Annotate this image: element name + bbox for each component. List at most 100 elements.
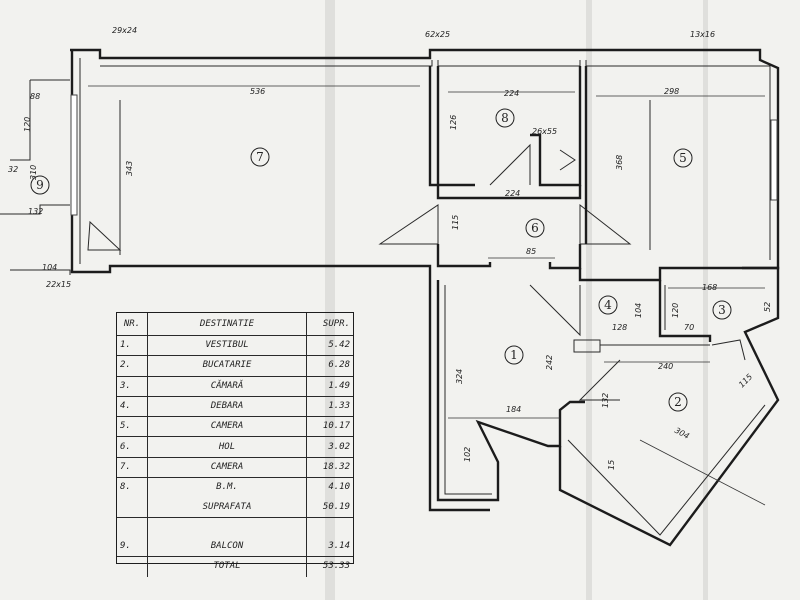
table-row: 8. B.M. 4.10: [117, 477, 353, 498]
dim-label: 184: [506, 405, 521, 414]
row-nr: 2.: [117, 355, 148, 377]
room-number-1: 1: [510, 348, 518, 362]
outer-walls: [70, 48, 780, 512]
scan-streak: [586, 0, 592, 600]
dim-label: 224: [505, 189, 520, 198]
room-marker-circle: [673, 148, 693, 168]
dim-label: 224: [504, 89, 519, 98]
lower-walls: [436, 266, 780, 547]
dim-label: 85: [526, 247, 536, 256]
room-8-walls: [436, 66, 582, 187]
row-destinatie: CĂMARĂ: [147, 376, 307, 397]
room-area-table: NR. DESTINATIE SUPR. 1. VESTIBUL 5.42 2.…: [116, 312, 354, 577]
dim-label: 324: [455, 369, 464, 384]
dim-label: 62x25: [425, 30, 450, 39]
header-supr: SUPR.: [306, 313, 353, 336]
room-6-walls: [378, 185, 632, 270]
row-supr: 1.49: [306, 376, 353, 397]
room-marker-circle: [495, 108, 515, 128]
dim-label: 104: [42, 263, 57, 272]
row-destinatie: DEBARA: [147, 396, 307, 418]
dim-label: 29x24: [112, 26, 137, 35]
row-nr: 1.: [117, 335, 148, 357]
row-nr: 9.: [117, 536, 148, 558]
row-nr: 6.: [117, 436, 148, 458]
row-nr: 4.: [117, 396, 148, 418]
room-number-9: 9: [36, 178, 44, 192]
balcony-room-9: [0, 79, 78, 275]
row-supr: 3.02: [306, 436, 353, 458]
dim-label: 298: [664, 87, 679, 96]
row-supr: 1.33: [306, 396, 353, 418]
total-label: TOTAL: [147, 556, 307, 577]
subtotal-label: SUPRAFATA: [147, 497, 307, 518]
table-row: 6. HOL 3.02: [117, 436, 353, 458]
row-destinatie: HOL: [147, 436, 307, 458]
window: [770, 119, 778, 201]
dim-label: 32: [8, 165, 18, 174]
row-nr: 8.: [117, 477, 148, 498]
room-5-walls: [584, 66, 778, 250]
dim-label: 120: [23, 117, 32, 132]
table-header-row: NR. DESTINATIE SUPR.: [117, 313, 353, 336]
dim-label: 310: [29, 165, 38, 180]
dim-label: 126: [449, 115, 458, 130]
balcony-row: 9. BALCON 3.14: [117, 536, 353, 558]
table-row: 7. CAMERA 18.32: [117, 457, 353, 479]
row-destinatie: CAMERA: [147, 457, 307, 479]
row-nr: 3.: [117, 376, 148, 397]
dim-label: 168: [702, 283, 717, 292]
room-marker-circle: [504, 345, 524, 365]
room-marker-circle: [598, 295, 618, 315]
table-row: 1. VESTIBUL 5.42: [117, 335, 353, 357]
table-row: 3. CĂMARĂ 1.49: [117, 376, 353, 397]
row-destinatie: B.M.: [147, 477, 307, 498]
dim-label: 88: [30, 92, 40, 101]
row-destinatie: VESTIBUL: [147, 335, 307, 357]
header-nr: NR.: [117, 313, 148, 336]
dim-label: 52: [763, 302, 772, 312]
total-value: 53.33: [322, 561, 350, 572]
row-destinatie: CAMERA: [147, 416, 307, 438]
window: [70, 94, 78, 216]
table-row: 4. DEBARA 1.33: [117, 396, 353, 418]
dim-label: 304: [673, 426, 691, 441]
room-marker-circle: [30, 175, 50, 195]
row-supr: 6.28: [306, 355, 353, 377]
dim-label: 104: [634, 303, 643, 318]
room-marker-circle: [525, 218, 545, 238]
table-row: 5. CAMERA 10.17: [117, 416, 353, 438]
total-row: TOTAL 53.33: [117, 556, 353, 577]
row-supr: 3.14: [306, 536, 353, 558]
dim-label: 132: [601, 393, 610, 408]
subtotal-row: SUPRAFATA 50.19: [117, 497, 353, 518]
room-marker-circle: [712, 300, 732, 320]
dim-label: 536: [250, 87, 265, 96]
room-marker-circle: [668, 392, 688, 412]
dim-label: 240: [658, 362, 673, 371]
row-nr: 7.: [117, 457, 148, 479]
dim-label: 115: [451, 215, 460, 230]
dim-label: 26x55: [532, 127, 557, 136]
room-number-4: 4: [604, 298, 612, 312]
row-nr: [117, 517, 148, 537]
dim-label: 242: [545, 355, 554, 370]
room-number-7: 7: [256, 150, 264, 164]
room-number-8: 8: [501, 111, 509, 125]
room-number-3: 3: [718, 303, 726, 317]
row-supr: 10.17: [306, 416, 353, 438]
dim-label: 102: [463, 447, 472, 462]
dim-label: 22x15: [46, 280, 71, 289]
dim-label: 15: [607, 460, 616, 470]
row-destinatie: BUCATARIE: [147, 355, 307, 377]
dim-label: 368: [615, 155, 624, 170]
row-supr: 4.10: [328, 482, 350, 493]
room-markers: 7 8 5 6 9 1 4 3 2: [30, 108, 732, 412]
room-number-2: 2: [674, 395, 682, 409]
room-number-6: 6: [531, 221, 539, 235]
subtotal-value: 50.19: [306, 497, 353, 518]
table-row: [117, 517, 353, 537]
header-destinatie: DESTINATIE: [147, 313, 307, 336]
room-7-walls: [87, 66, 475, 255]
